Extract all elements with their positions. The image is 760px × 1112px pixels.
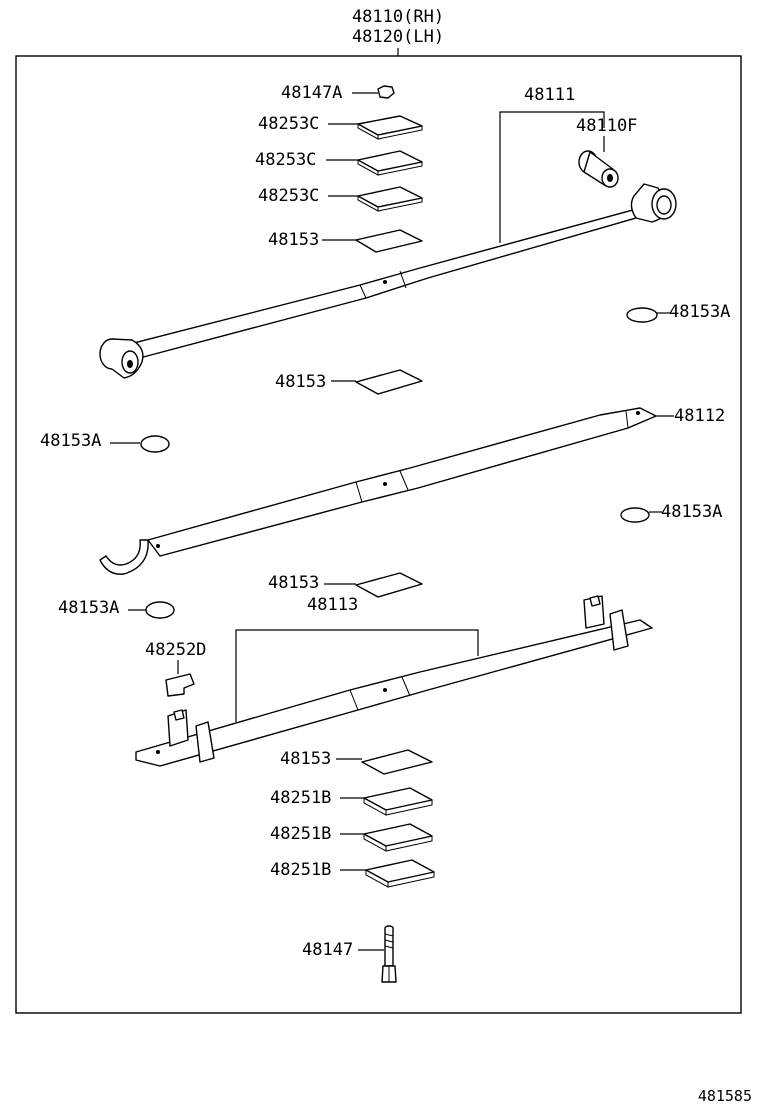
leader-48111 (499, 111, 605, 243)
bushing-48110f (578, 150, 619, 188)
assembly-label-lh: 48120(LH) (352, 27, 444, 47)
label-48153a-r1: 48153A (669, 302, 730, 322)
leader-48113 (235, 629, 479, 722)
insert-48153-bottom (361, 749, 433, 775)
leaf-48113 (135, 595, 653, 767)
leaf-48112 (99, 407, 657, 575)
label-48153a-l1: 48153A (40, 431, 101, 451)
label-48153-low: 48153 (268, 573, 319, 593)
label-48147a: 48147A (281, 83, 342, 103)
clip-48252d (165, 673, 195, 697)
insert-48153-mid (355, 369, 423, 395)
label-48153-top: 48153 (268, 230, 319, 250)
leaf-48111 (99, 183, 677, 379)
clip-48251b-1 (363, 787, 433, 811)
label-48112: 48112 (674, 406, 725, 426)
label-48253c-1: 48253C (258, 114, 319, 134)
label-48251b-3: 48251B (270, 860, 331, 880)
pad-48153a-r1 (626, 307, 658, 323)
label-48147: 48147 (302, 940, 353, 960)
nut-part (377, 85, 395, 99)
label-48113: 48113 (307, 595, 358, 615)
pad-48153a-l2 (145, 601, 175, 619)
label-48153-bottom: 48153 (280, 749, 331, 769)
insert-48153-low (355, 572, 423, 598)
diagram-code: 481585 (698, 1087, 752, 1105)
clip-48251b-2 (363, 823, 433, 847)
insert-48153-top (355, 229, 423, 253)
diagram-frame (15, 55, 742, 1014)
label-48253c-3: 48253C (258, 186, 319, 206)
label-48153-mid: 48153 (275, 372, 326, 392)
pad-48153a-r2 (620, 507, 650, 523)
label-48251b-2: 48251B (270, 824, 331, 844)
clip-48251b-3 (365, 859, 435, 883)
label-48252d: 48252D (145, 640, 206, 660)
label-48110f: 48110F (576, 116, 637, 136)
label-48111: 48111 (524, 85, 575, 105)
label-48253c-2: 48253C (255, 150, 316, 170)
label-48251b-1: 48251B (270, 788, 331, 808)
label-48153a-r2: 48153A (661, 502, 722, 522)
pad-48153a-l1 (140, 435, 170, 453)
bolt-48147 (381, 925, 397, 983)
assembly-label-rh: 48110(RH) (352, 7, 444, 27)
label-48153a-l2: 48153A (58, 598, 119, 618)
